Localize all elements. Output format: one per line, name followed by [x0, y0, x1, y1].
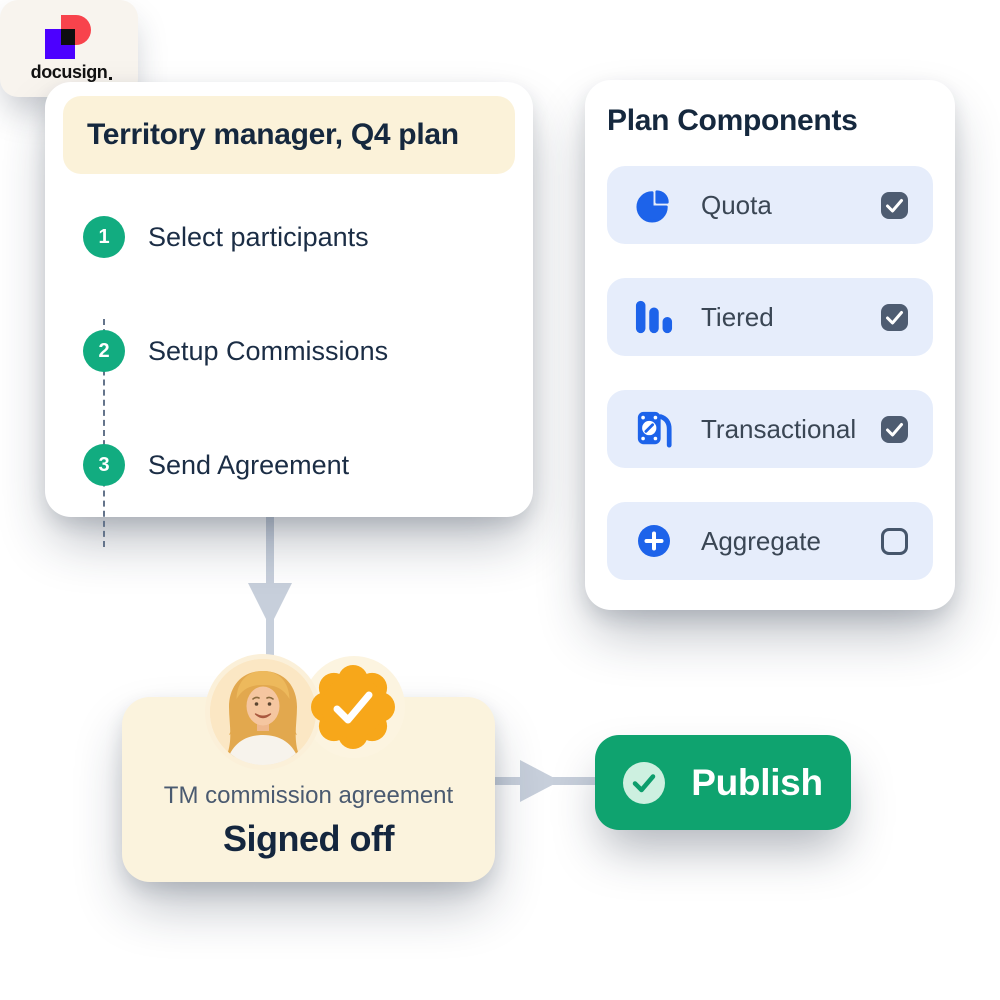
plan-card: Territory manager, Q4 plan 1 Select part… — [45, 82, 533, 547]
step-select-participants: 1 Select participants — [83, 216, 369, 258]
agreement-status: Signed off — [223, 818, 394, 859]
docusign-logo-icon — [45, 14, 93, 59]
arrow-right-connector — [493, 760, 599, 802]
component-row-aggregate[interactable]: Aggregate — [607, 502, 933, 580]
step-number-badge: 1 — [83, 216, 125, 258]
docusign-logo-text: docusign — [30, 61, 113, 82]
step-label: Select participants — [148, 221, 369, 252]
plan-title: Territory manager, Q4 plan — [87, 118, 459, 151]
component-row-quota[interactable]: Quota — [607, 166, 933, 244]
step-number-badge: 3 — [83, 444, 125, 486]
components-title: Plan Components — [607, 104, 858, 137]
arrow-down-connector — [248, 515, 292, 667]
pie-chart-icon — [635, 186, 673, 224]
step-setup-commissions: 2 Setup Commissions — [83, 330, 388, 372]
plan-card-header: Territory manager, Q4 plan — [63, 96, 515, 174]
component-label: Tiered — [701, 301, 774, 332]
tiered-checkbox[interactable] — [881, 303, 908, 331]
step-number-badge: 2 — [83, 330, 125, 372]
agreement-card: TM commission agreement Signed off — [122, 697, 495, 882]
step-label: Send Agreement — [148, 449, 350, 480]
agreement-subtitle: TM commission agreement — [163, 782, 454, 809]
bar-chart-icon — [635, 298, 673, 336]
publish-check-icon — [623, 761, 666, 804]
component-label: Quota — [701, 189, 772, 220]
plus-circle-icon — [635, 522, 673, 560]
publish-label: Publish — [691, 761, 823, 803]
plan-components-card: Plan Components Quota Tiered — [585, 80, 955, 610]
cash-hand-icon — [635, 410, 673, 448]
component-row-tiered[interactable]: Tiered — [607, 278, 933, 356]
docusign-card: docusign — [0, 0, 138, 97]
component-row-transactional[interactable]: Transactional — [607, 390, 933, 468]
avatar — [205, 654, 321, 770]
component-label: Transactional — [701, 413, 857, 444]
aggregate-checkbox[interactable] — [881, 527, 908, 555]
quota-checkbox[interactable] — [881, 191, 908, 219]
component-label: Aggregate — [701, 525, 821, 556]
publish-button[interactable]: Publish — [595, 735, 851, 830]
step-connector-line — [103, 319, 105, 547]
step-send-agreement: 3 Send Agreement — [83, 444, 349, 486]
verified-badge-icon — [311, 665, 395, 749]
step-label: Setup Commissions — [148, 335, 389, 366]
transactional-checkbox[interactable] — [881, 415, 908, 443]
